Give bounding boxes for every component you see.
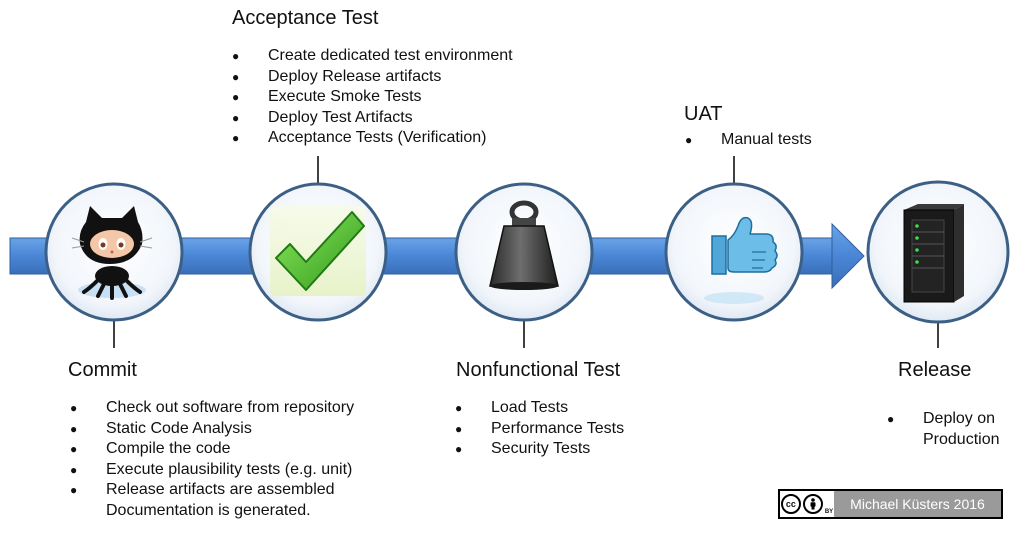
stage-title-acceptance: Acceptance Test [232,7,379,29]
list-item: Manual tests [685,130,812,151]
weight-icon [489,200,559,290]
stage-title-nonfunctional: Nonfunctional Test [456,359,621,381]
list-item-text: Release artifacts are assembled [106,481,335,498]
list-item-text: Deploy on [923,410,996,427]
stage-title-commit: Commit [68,359,137,381]
list-item: Security Tests [455,439,624,460]
list-item: Acceptance Tests (Verification) [232,128,513,149]
pipeline-arrow-head [831,222,865,290]
license-badge: cc BY Michael Küsters 2016 [778,489,1003,519]
list-item: Load Tests [455,398,624,419]
github-octocat-icon [71,206,153,300]
list-item: Deploy on Production [887,409,1000,450]
list-item: Deploy Release artifacts [232,67,513,88]
server-rack-icon [903,204,964,303]
list-item: Check out software from repository [70,398,354,419]
by-icon [802,494,823,514]
list-item: Release artifacts are assembled Document… [70,480,354,521]
thumbs-up-icon [704,216,778,304]
cc-icon: cc [780,494,801,514]
list-item: Static Code Analysis [70,419,354,440]
by-label: BY [824,509,834,515]
stage-title-uat: UAT [684,103,723,125]
nonfunctional-task-list: Load Tests Performance Tests Security Te… [455,398,624,460]
list-item: Compile the code [70,439,354,460]
checkmark-icon [270,206,366,296]
stage-title-release: Release [898,359,972,381]
license-icons: cc BY [780,491,834,517]
list-item: Deploy Test Artifacts [232,108,513,129]
list-item: Create dedicated test environment [232,46,513,67]
release-task-list: Deploy on Production [887,409,1000,450]
commit-task-list: Check out software from repository Stati… [70,398,354,521]
acceptance-task-list: Create dedicated test environment Deploy… [232,46,513,149]
license-author: Michael Küsters 2016 [834,491,1001,517]
uat-task-list: Manual tests [685,130,812,151]
list-item-continuation: Production [923,430,1000,448]
list-item: Performance Tests [455,419,624,440]
list-item: Execute plausibility tests (e.g. unit) [70,460,354,481]
list-item: Execute Smoke Tests [232,87,513,108]
list-item-continuation: Documentation is generated. [106,501,311,519]
person-glyph [810,498,816,510]
